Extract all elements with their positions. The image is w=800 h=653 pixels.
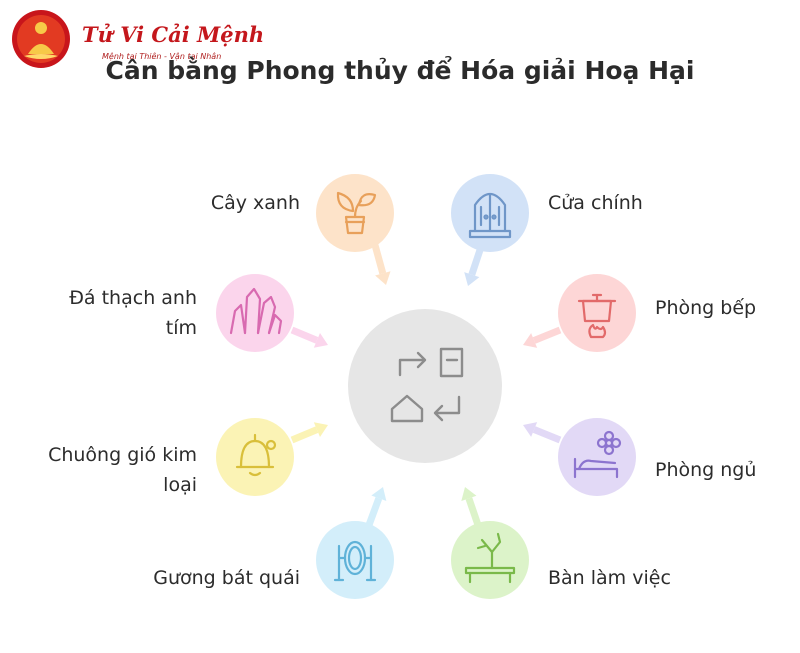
brand-tagline: Mệnh tại Thiên - Vận tại Nhân (102, 52, 222, 61)
balance-flow-icon (390, 347, 464, 423)
label-line: Đá thạch anh (69, 287, 197, 309)
connector-arrow-line (365, 497, 383, 527)
node-circle (216, 274, 294, 352)
node-7 (316, 487, 394, 599)
connector-arrow-line (290, 426, 319, 444)
node-circle (451, 521, 529, 599)
arrow-head-icon (461, 487, 477, 501)
node-circle (216, 418, 294, 496)
node-4 (523, 274, 636, 352)
arrow-head-icon (313, 422, 328, 437)
node-circle (316, 521, 394, 599)
label-line: Phòng ngủ (655, 459, 757, 481)
node-label-2: Cửa chính (548, 188, 708, 218)
center-node (348, 309, 502, 463)
arrow-head-icon (523, 422, 538, 437)
brand-logo: Tử Vi Cải Mệnh Mệnh tại Thiên - Vận tại … (10, 8, 264, 70)
node-label-5: Chuông gió kim loại (0, 440, 197, 500)
work-desk-icon (464, 532, 516, 584)
connector-arrow-line (465, 497, 482, 527)
brand-name: Tử Vi Cải Mệnh (82, 22, 265, 47)
node-8 (451, 487, 529, 599)
label-line: Cửa chính (548, 192, 643, 214)
node-3 (216, 274, 328, 352)
label-line: Chuông gió kim (48, 444, 197, 466)
node-2 (451, 174, 529, 286)
label-line: Gương bát quái (153, 567, 300, 589)
bed-flower-icon (573, 430, 622, 479)
connector-arrow-line (532, 326, 562, 344)
buddha-logo-icon (12, 10, 70, 68)
connector-arrow-line (532, 426, 562, 444)
node-5 (216, 418, 328, 496)
connector-arrow-line (468, 248, 484, 276)
arrow-head-icon (523, 333, 538, 348)
node-6 (523, 418, 636, 496)
node-circle (558, 274, 636, 352)
main-door-icon (468, 192, 512, 239)
node-label-3: Đá thạch anh tím (0, 283, 197, 343)
node-label-8: Bàn làm việc (548, 563, 728, 593)
arrow-head-icon (371, 487, 387, 502)
node-label-1: Cây xanh (195, 188, 300, 218)
arrow-head-icon (464, 272, 480, 286)
label-line: Bàn làm việc (548, 567, 671, 589)
node-circle (558, 418, 636, 496)
connector-arrow-line (371, 244, 387, 275)
label-line: Cây xanh (210, 192, 300, 214)
cooking-pot-icon (577, 293, 617, 339)
label-line: loại (163, 474, 197, 496)
arrow-head-icon (375, 271, 391, 285)
node-label-6: Phòng ngủ (655, 455, 795, 485)
arrow-head-icon (313, 333, 328, 348)
amethyst-crystal-icon (229, 287, 283, 335)
wind-chime-icon (235, 433, 277, 477)
node-1 (316, 174, 394, 285)
page-title: Cân bằng Phong thủy để Hóa giải Hoạ Hại (105, 56, 695, 85)
label-line: tím (165, 317, 197, 339)
connector-arrow-line (290, 326, 319, 344)
node-label-7: Gương bát quái (110, 563, 300, 593)
bagua-mirror-icon (333, 540, 377, 582)
center-circle (348, 309, 502, 463)
label-line: Phòng bếp (655, 297, 757, 319)
node-label-4: Phòng bếp (655, 293, 795, 323)
potted-plant-icon (336, 191, 377, 235)
